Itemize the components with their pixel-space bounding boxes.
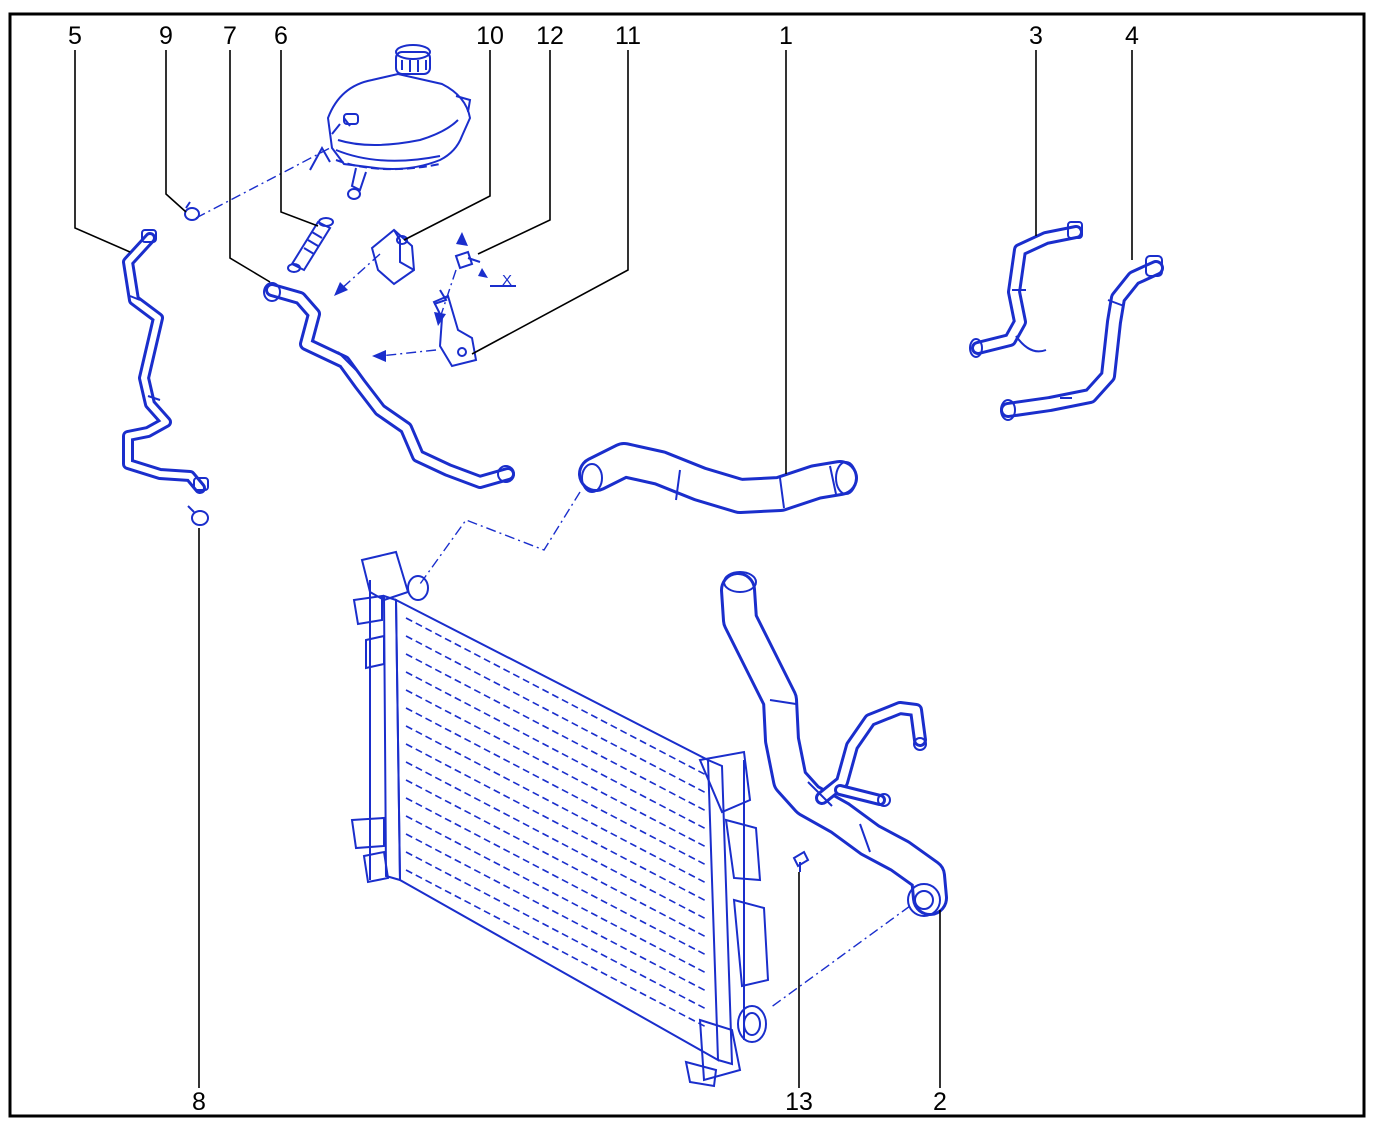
callout-11: 11 [615, 22, 641, 50]
clip-8 [187, 505, 209, 526]
clip-9 [184, 201, 200, 221]
leader-lines [74, 50, 1133, 1088]
expansion-tank [309, 44, 472, 200]
callout-4: 4 [1125, 22, 1139, 50]
hose-3 [969, 221, 1083, 358]
axis-marker-x: X [502, 272, 512, 289]
callout-13: 13 [785, 1088, 813, 1116]
hose-5 [122, 229, 209, 494]
callout-7: 7 [223, 22, 237, 50]
assembly-line-hose2 [769, 905, 911, 1009]
screw-13 [792, 850, 810, 872]
radiator [350, 550, 770, 1088]
callout-labels: 5 9 7 6 10 12 11 1 3 4 8 13 2 [68, 22, 1139, 1116]
callout-6: 6 [274, 22, 288, 50]
assembly-line-hose1 [419, 491, 581, 585]
callout-9: 9 [159, 22, 173, 50]
callout-3: 3 [1029, 22, 1043, 50]
hose-1 [578, 442, 858, 514]
hose-6-connector [287, 217, 334, 273]
diagram-frame [8, 12, 1366, 1118]
hose-4 [1000, 255, 1164, 421]
callout-1: 1 [779, 22, 793, 50]
radiator-fins [405, 617, 709, 1029]
callout-2: 2 [933, 1088, 947, 1116]
bracket-10 [370, 228, 416, 286]
callout-8: 8 [192, 1088, 206, 1116]
hose-2 [720, 571, 948, 917]
callout-10: 10 [476, 22, 504, 50]
bracket-11 [432, 289, 478, 368]
hose-7 [263, 282, 515, 489]
bolt-12 [454, 232, 488, 278]
callout-5: 5 [68, 22, 82, 50]
callout-12: 12 [536, 22, 564, 50]
assembly-arrows [195, 147, 457, 362]
